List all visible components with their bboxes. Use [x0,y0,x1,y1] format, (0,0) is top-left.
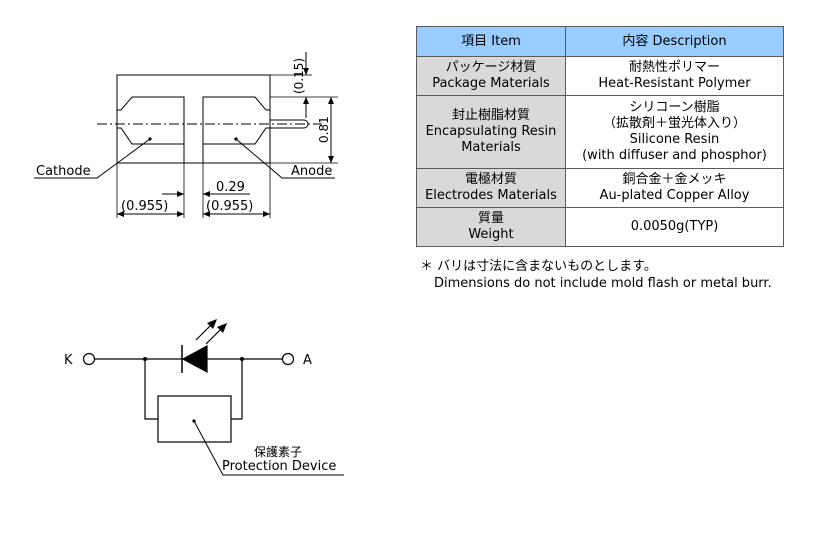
protection-label-jp: 保護素子 [254,444,302,459]
desc-line: 0.0050g(TYP) [630,219,719,234]
item-cell: 電極材質 Electrodes Materials [416,168,566,208]
cathode-dot [148,137,152,141]
item-line: Package Materials [432,76,550,91]
dim-gap-label: 0.29 [216,180,245,195]
dim-right-pad-label: (0.955) [206,199,253,214]
description-cell: 銅合金＋金メッキ Au-plated Copper Alloy [565,168,784,208]
desc-line: 銅合金＋金メッキ [622,172,727,187]
desc-line: Au-plated Copper Alloy [599,188,750,203]
junction-dot [143,357,147,361]
terminal-k-label: K [64,353,73,368]
item-line: パッケージ材質 [445,60,537,75]
desc-line: シリコーン樹脂 [629,100,720,115]
header-description: 内容 Description [565,26,784,57]
protection-device-box [157,395,232,443]
materials-spec-table: 項目 Item 内容 Description パッケージ材質 Package M… [416,26,784,247]
dim-right-label: 0.81 [317,116,331,143]
desc-line: 耐熱性ポリマー [628,60,720,75]
note-en: Dimensions do not include mold flash or … [434,276,772,291]
wire-branch-right [231,359,243,420]
led-diode-icon [181,344,208,374]
table-header-row: 項目 Item 内容 Description [416,26,784,57]
description-cell: シリコーン樹脂 （拡散剤＋蛍光体入り） Silicone Resin (with… [565,95,784,169]
desc-line: (with diffuser and phosphor) [582,148,767,163]
package-body-outline [116,74,271,164]
desc-line: Heat-Resistant Polymer [598,76,751,91]
wire-branch-left [144,359,158,420]
item-cell: 質量 Weight [416,207,566,247]
item-line: Materials [461,140,521,155]
table-row: パッケージ材質 Package Materials 耐熱性ポリマー Heat-R… [416,56,784,96]
emission-arrowhead-icon [217,323,227,333]
table-row: 質量 Weight 0.0050g(TYP) [416,207,784,247]
item-line: 質量 [477,211,504,226]
item-cell: パッケージ材質 Package Materials [416,56,566,96]
terminal-a [281,352,295,366]
anode-label: Anode [291,164,332,179]
package-drawing [34,52,338,218]
item-line: 電極材質 [464,172,517,187]
protection-label-en: Protection Device [222,459,336,474]
terminal-stub [270,119,309,129]
anode-leader [235,138,335,179]
anode-pad [202,96,270,163]
description-cell: 耐熱性ポリマー Heat-Resistant Polymer [565,56,784,96]
item-line: Weight [468,227,514,242]
dim-top-right-label: (0.15) [292,58,306,94]
junction-dot [192,419,196,423]
desc-line: Silicone Resin [629,132,720,147]
description-cell: 0.0050g(TYP) [565,207,784,247]
table-row: 電極材質 Electrodes Materials 銅合金＋金メッキ Au-pl… [416,168,784,208]
junction-dot [240,357,244,361]
anode-dot [234,137,238,141]
cathode-pad [117,96,185,163]
dimension-note: ＊ バリは寸法に含まないものとします。 Dimensions do not in… [420,258,772,292]
cathode-label: Cathode [36,164,91,179]
terminal-a-label: A [303,353,312,368]
item-line: Encapsulating Resin [425,124,557,139]
item-line: Electrodes Materials [425,188,557,203]
desc-line: （拡散剤＋蛍光体入り） [602,116,746,131]
cathode-leader [34,138,151,179]
dim-left-pad-label: (0.955) [121,199,168,214]
header-item: 項目 Item [416,26,566,57]
table-row: 封止樹脂材質 Encapsulating Resin Materials シリコ… [416,95,784,169]
circuit-diagram [82,322,344,476]
note-jp: ＊ バリは寸法に含まないものとします。 [420,259,657,274]
emission-arrowhead-icon [207,319,217,329]
item-cell: 封止樹脂材質 Encapsulating Resin Materials [416,95,566,169]
item-line: 封止樹脂材質 [451,108,530,123]
terminal-k [82,352,96,366]
protection-leader [193,420,344,476]
